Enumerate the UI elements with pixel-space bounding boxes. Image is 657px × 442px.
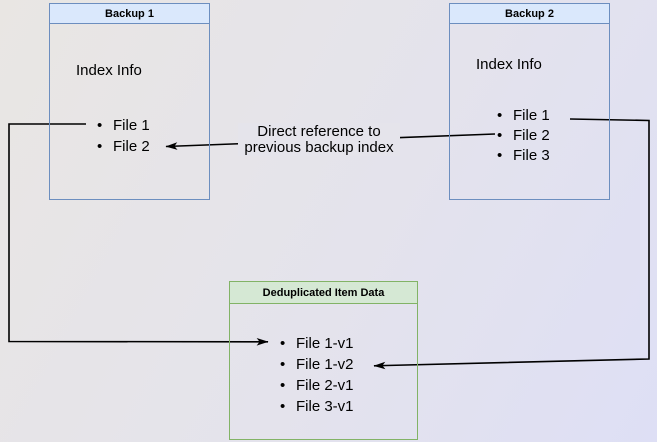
backup1-title: Backup 1 <box>50 4 209 24</box>
dedup-file-item: File 1-v2 <box>280 354 354 375</box>
backup2-file-item: File 3 <box>497 146 550 166</box>
deduplicated-item-data-title: Deduplicated Item Data <box>230 282 417 304</box>
dedup-file-list: File 1-v1 File 1-v2 File 2-v1 File 3-v1 <box>280 333 354 417</box>
backup1-index-info-label: Index Info <box>76 62 142 79</box>
backup2-box: Backup 2 Index Info File 1 File 2 File 3 <box>449 3 610 200</box>
backup2-file-list: File 1 File 2 File 3 <box>497 106 550 166</box>
edge-label-line1: Direct reference to <box>257 123 381 140</box>
backup2-file-item: File 2 <box>497 126 550 146</box>
backup2-file-item: File 1 <box>497 106 550 126</box>
dedup-file-item: File 3-v1 <box>280 396 354 417</box>
backup2-index-info-label: Index Info <box>476 56 542 73</box>
backup1-file-item: File 1 <box>97 115 150 136</box>
dedup-file-item: File 2-v1 <box>280 375 354 396</box>
backup1-file-item: File 2 <box>97 136 150 157</box>
direct-reference-edge-label: Direct reference to previous backup inde… <box>238 123 400 156</box>
backup1-box: Backup 1 Index Info File 1 File 2 <box>49 3 210 200</box>
backup1-file-list: File 1 File 2 <box>97 115 150 157</box>
edge-label-line2: previous backup index <box>244 138 394 156</box>
backup2-title: Backup 2 <box>450 4 609 24</box>
dedup-file-item: File 1-v1 <box>280 333 354 354</box>
deduplicated-item-data-box: Deduplicated Item Data File 1-v1 File 1-… <box>229 281 418 440</box>
